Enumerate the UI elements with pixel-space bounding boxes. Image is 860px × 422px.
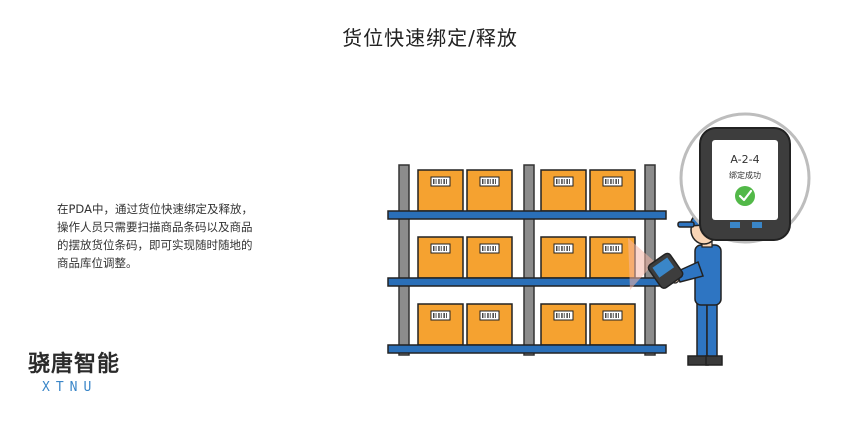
scan-beam	[628, 238, 655, 290]
cardboard-box-icon	[466, 169, 513, 212]
barcode-label-icon	[553, 176, 574, 187]
barcode-label-icon	[430, 243, 451, 254]
barcode-label-icon	[479, 310, 500, 321]
cardboard-box-icon	[589, 236, 636, 279]
cardboard-box-icon	[417, 303, 464, 346]
page-title: 货位快速绑定/释放	[342, 26, 518, 50]
cardboard-box-icon	[466, 236, 513, 279]
barcode-label-icon	[553, 243, 574, 254]
cardboard-box-icon	[417, 236, 464, 279]
cardboard-box-icon	[589, 169, 636, 212]
cardboard-box-icon	[540, 236, 587, 279]
barcode-label-icon	[479, 176, 500, 187]
description-line: 商品库位调整。	[57, 256, 138, 270]
device-location-code: A-2-4	[730, 153, 759, 166]
barcode-label-icon	[430, 176, 451, 187]
description-line: 操作人员只需要扫描商品条码以及商品	[57, 220, 253, 234]
cardboard-box-icon	[540, 169, 587, 212]
pda-scanner-icon	[647, 252, 684, 289]
barcode-label-icon	[553, 310, 574, 321]
device-zoom-callout: A-2-4 绑定成功	[679, 112, 811, 244]
check-circle-icon	[735, 186, 755, 206]
cardboard-box-icon	[466, 303, 513, 346]
barcode-label-icon	[479, 243, 500, 254]
description-text: 在PDA中，通过货位快速绑定及释放， 操作人员只需要扫描商品条码以及商品 的摆放…	[57, 200, 277, 272]
logo-name-en: XTNU	[42, 380, 98, 395]
barcode-label-icon	[602, 176, 623, 187]
barcode-label-icon	[602, 310, 623, 321]
description-line: 在PDA中，通过货位快速绑定及释放，	[57, 202, 253, 216]
device-status-text: 绑定成功	[729, 170, 761, 180]
company-logo: 骁唐智能 XTNU	[28, 346, 120, 395]
box-group	[417, 169, 636, 346]
logo-name-cn: 骁唐智能	[28, 352, 121, 377]
barcode-label-icon	[430, 310, 451, 321]
barcode-label-icon	[602, 243, 623, 254]
shelf-beams	[387, 210, 667, 354]
cardboard-box-icon	[589, 303, 636, 346]
description-line: 的摆放货位条码，即可实现随时随地的	[57, 238, 253, 252]
cardboard-box-icon	[540, 303, 587, 346]
cardboard-box-icon	[417, 169, 464, 212]
